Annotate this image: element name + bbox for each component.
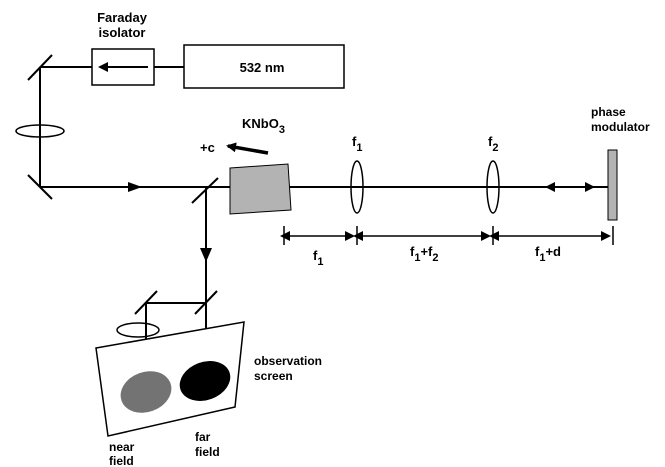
faraday-label-line2: isolator — [99, 25, 146, 40]
mirror-bottom-left — [27, 174, 53, 200]
near-field-label-line2: field — [109, 454, 134, 467]
laser-box — [183, 44, 345, 89]
lens-f1-icon — [350, 160, 364, 214]
beam-down-arrow — [200, 248, 212, 262]
distance-f1f2-label: f1+f2 — [410, 244, 439, 264]
mirror-top-left — [27, 54, 53, 81]
lens-f2-label: f2 — [488, 134, 498, 154]
phase-modulator-label-line1: phase — [591, 105, 626, 119]
far-field-label-line1: far — [195, 430, 211, 444]
lens-f1-label: f1 — [352, 134, 362, 154]
lens-left-icon — [15, 124, 65, 138]
phase-modulator — [607, 149, 618, 221]
phase-modulator-label-line2: modulator — [591, 120, 650, 134]
c-axis-arrow — [226, 142, 269, 155]
crystal-c-axis-label: +c — [200, 140, 215, 155]
observation-screen-label-line2: screen — [254, 369, 293, 383]
lens-f2-icon — [486, 160, 500, 214]
observation-screen-label-line1: observation — [254, 354, 322, 368]
laser-label: 532 nm — [240, 60, 285, 75]
far-field-spot — [179, 361, 231, 401]
faraday-label-line1: Faraday — [97, 10, 148, 25]
beam-direction-arrow — [128, 182, 142, 192]
lens-screen-icon — [116, 322, 160, 338]
near-field-spot — [120, 371, 172, 413]
knbo3-crystal — [229, 163, 292, 215]
near-field-label-line1: near — [109, 440, 135, 454]
far-field-label-line2: field — [195, 445, 220, 459]
beamsplitter — [191, 177, 219, 204]
crystal-label: KNbO3 — [242, 116, 285, 136]
distance-f1d-label: f1+d — [535, 244, 561, 264]
distance-f1-label: f1 — [313, 248, 323, 268]
